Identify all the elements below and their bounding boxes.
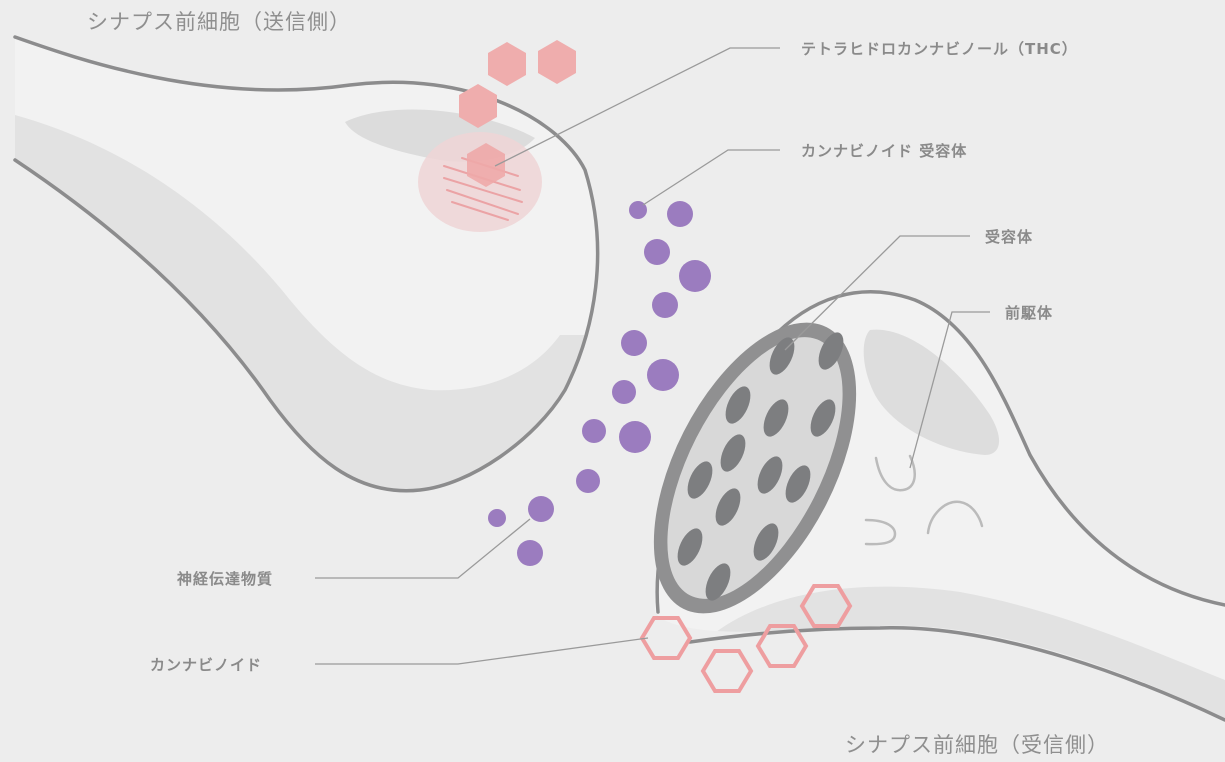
thc-molecule	[459, 84, 497, 128]
thc-molecule	[488, 42, 526, 86]
neurotransmitter-cluster	[488, 201, 711, 566]
label-cannabinoid: カンナビノイド	[150, 656, 263, 674]
receptor-plate	[653, 322, 857, 614]
neurotransmitter-particle	[679, 260, 711, 292]
thc-molecule-bound	[467, 143, 505, 187]
cannabinoid-molecule	[700, 649, 754, 693]
receptor-channel	[720, 434, 746, 472]
leader-lines	[315, 47, 990, 665]
postsynaptic-cell-title: シナプス前細胞（受信側）	[845, 733, 1109, 757]
leader-line-receptor	[784, 235, 970, 351]
neurotransmitter-particle	[644, 239, 670, 265]
receptor-channel	[818, 332, 844, 370]
receptor-channels	[677, 332, 844, 601]
receptor-channel	[687, 461, 713, 499]
receptor-channel	[725, 386, 751, 424]
label-thc: テトラヒドロカンナビノール（THC）	[801, 40, 1078, 58]
precursor-arc	[864, 518, 897, 546]
neurotransmitter-particle	[621, 330, 647, 356]
thc-molecule	[538, 40, 576, 84]
receptor-channel	[753, 523, 779, 561]
receptor-channel	[763, 399, 789, 437]
neurotransmitter-particle	[528, 496, 554, 522]
receptor-channel	[810, 399, 836, 437]
leader-line-neurotransmitter	[315, 518, 531, 579]
cannabinoid-molecule	[639, 616, 693, 660]
neurotransmitter-particle	[488, 509, 506, 527]
neurotransmitter-particle	[517, 540, 543, 566]
postsynaptic-shadow	[863, 329, 1000, 455]
leader-line-thc	[494, 47, 780, 167]
label-receptor: 受容体	[985, 228, 1034, 246]
precursor-arc	[926, 500, 984, 535]
precursor-group	[864, 454, 984, 546]
presynaptic-cell-title: シナプス前細胞（送信側）	[87, 10, 351, 34]
neurotransmitter-particle	[612, 380, 636, 404]
receptor-channel	[757, 456, 783, 494]
presynaptic-membrane-top	[13, 35, 600, 493]
cannabinoid-molecule	[755, 624, 809, 668]
precursor-arc	[874, 454, 916, 492]
leader-line-precursor	[909, 311, 990, 469]
label-precursor: 前駆体	[1005, 304, 1054, 322]
receptor-channel	[705, 563, 731, 601]
neurotransmitter-particle	[582, 419, 606, 443]
neurotransmitter-particle	[576, 469, 600, 493]
cannabinoid-molecule	[799, 584, 853, 628]
neurotransmitter-particle	[619, 421, 651, 453]
receptor-channel	[677, 528, 703, 566]
neurotransmitter-particle	[629, 201, 647, 219]
label-cannabinoid-receptor: カンナビノイド 受容体	[801, 142, 968, 160]
label-neurotransmitter: 神経伝達物質	[177, 570, 274, 588]
receptor-channel	[785, 465, 811, 503]
neurotransmitter-particle	[667, 201, 693, 227]
receptor-channel	[715, 488, 741, 526]
leader-line-cb-receptor	[642, 149, 780, 206]
leader-line-cannabinoid	[315, 637, 649, 665]
cannabinoid-group	[639, 584, 853, 693]
neurotransmitter-particle	[647, 359, 679, 391]
neurotransmitter-particle	[652, 292, 678, 318]
